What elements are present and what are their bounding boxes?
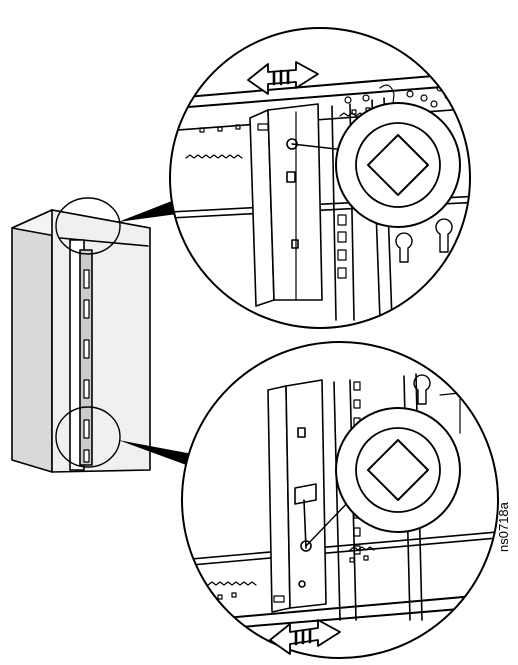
square-nut-icon <box>335 102 461 228</box>
figure-id-label: ns0718a <box>496 502 511 552</box>
lower-leader <box>118 440 200 470</box>
rack-front <box>51 209 151 473</box>
rack-side-panel <box>11 209 53 473</box>
square-nut-icon-lower <box>335 407 461 533</box>
rack-enclosure <box>11 197 151 473</box>
adjust-arrow-bottom <box>269 619 341 655</box>
upper-detail-view <box>169 27 471 329</box>
lower-detail-marker <box>55 406 121 468</box>
upper-detail-marker <box>55 197 121 255</box>
lower-detail-view <box>181 341 499 659</box>
adjust-arrow-top <box>247 61 319 95</box>
